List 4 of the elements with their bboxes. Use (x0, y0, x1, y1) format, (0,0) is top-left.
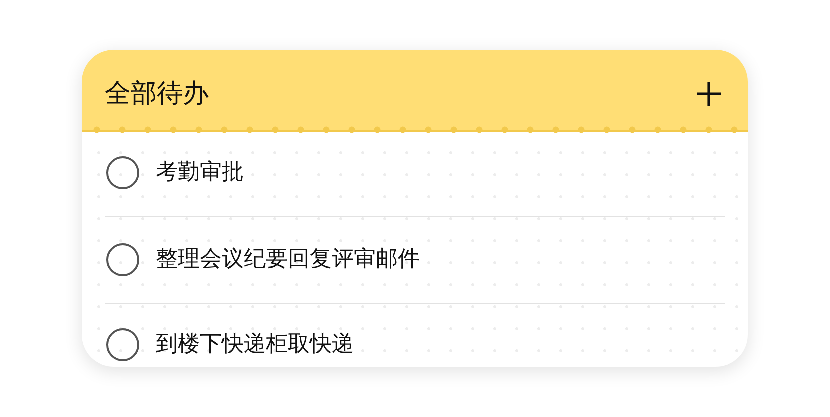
card-title: 全部待办 (105, 78, 209, 110)
todo-item-text: 到楼下快递柜取快递 (156, 331, 354, 359)
todo-item-text: 考勤审批 (156, 159, 244, 187)
todo-item-text: 整理会议纪要回复评审邮件 (156, 246, 420, 274)
